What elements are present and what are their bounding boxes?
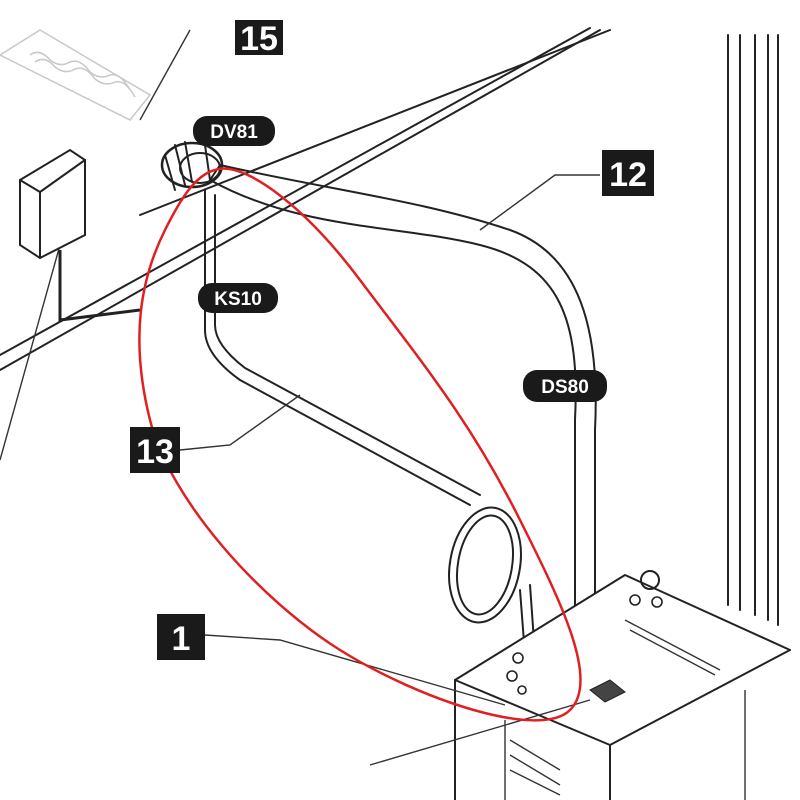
label-ds80: DS80 — [523, 370, 607, 402]
label-part-13: 13 — [130, 427, 180, 473]
label-dv81-text: DV81 — [210, 122, 258, 143]
label-part-15-text: 15 — [240, 20, 278, 58]
label-ks10-text: KS10 — [214, 289, 262, 310]
label-dv81: DV81 — [193, 116, 275, 146]
label-part-12: 12 — [602, 150, 654, 196]
wall-control-box — [19, 148, 141, 322]
label-part-12-text: 12 — [609, 156, 647, 194]
label-ks10: KS10 — [198, 283, 278, 313]
red-annotation-loop — [138, 167, 582, 722]
faint-coil-hose — [0, 29, 152, 121]
wall-edges — [0, 27, 611, 461]
label-part-1-text: 1 — [172, 620, 191, 658]
label-part-15: 15 — [235, 20, 283, 58]
ds80-duct — [209, 164, 597, 691]
ks10-hose — [204, 189, 536, 656]
label-ds80-text: DS80 — [541, 377, 589, 398]
label-part-1: 1 — [157, 614, 205, 660]
dv81-vent-fitting — [160, 141, 224, 191]
label-part-13-text: 13 — [136, 433, 174, 471]
leader-lines — [139, 29, 600, 766]
right-rails — [727, 34, 779, 626]
